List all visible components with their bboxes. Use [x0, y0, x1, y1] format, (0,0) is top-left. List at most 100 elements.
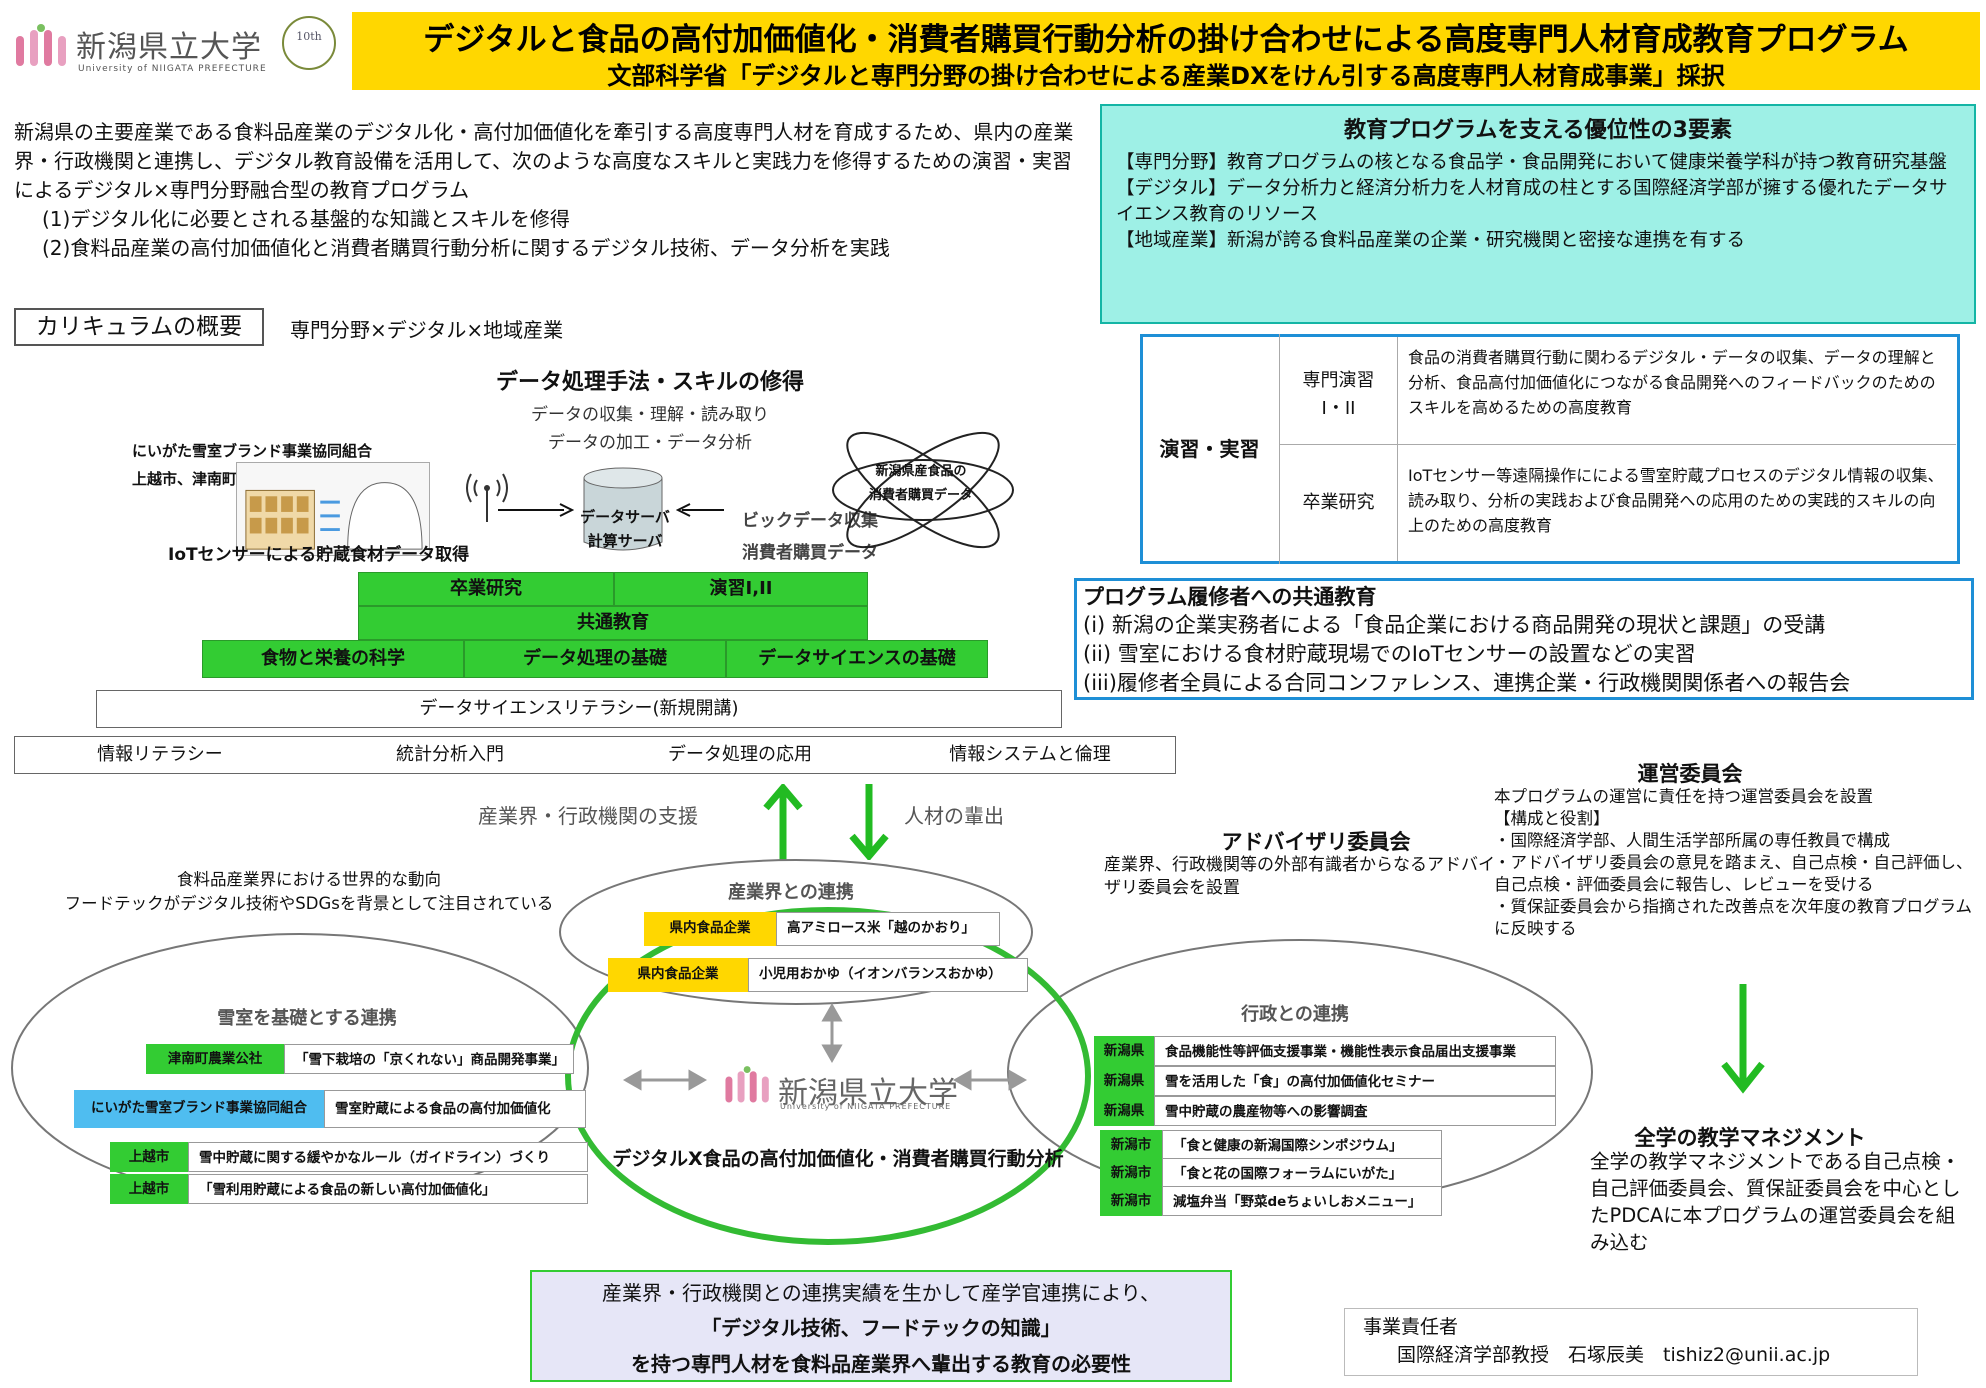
course-food-nutrition: 食物と栄養の科学: [202, 640, 464, 678]
yukimuro-city-label: 上越市、津南町: [132, 470, 238, 488]
data-processing-line: データの加工・データ分析: [548, 433, 752, 453]
server-label: データサーバ: [580, 508, 670, 526]
snow-tag: 津南町農業公社: [146, 1044, 284, 1074]
advantage-item: 【専門分野】教育プログラムの核となる食品学・食品開発において健康栄養学科が持つ教…: [1116, 152, 1947, 173]
advantages-box: 教育プログラムを支える優位性の3要素 【専門分野】教育プログラムの核となる食品学…: [1100, 104, 1976, 324]
course-practice: 演習I,II: [614, 572, 868, 606]
curriculum-subheading: 専門分野×デジタル×地域産業: [290, 318, 564, 342]
course-data-science-basics: データサイエンスの基礎: [726, 640, 988, 678]
course-ds-literacy: データサイエンスリテラシー(新規開講): [96, 690, 1062, 728]
green-arrow-down-icon: [849, 784, 889, 860]
government-tag: 新潟県: [1094, 1096, 1154, 1126]
university-logo-icon: [725, 1066, 769, 1103]
statement-line: を持つ専門人材を食料品産業界へ輩出する教育の必要性: [631, 1352, 1131, 1376]
industry-tag: 県内食品企業: [608, 958, 748, 992]
industry-value: 小児用おかゆ（イオンバランスおかゆ）: [748, 958, 1028, 992]
management-title: 運営委員会: [1637, 762, 1743, 786]
industry-title: 産業界との連携: [728, 882, 854, 903]
government-tag: 新潟県: [1094, 1036, 1154, 1066]
advisory-title: アドバイザリ委員会: [1221, 830, 1411, 854]
industry-tag: 県内食品企業: [644, 912, 776, 946]
server-label: 計算サーバ: [587, 532, 663, 550]
trend-line: フードテックがデジタル技術やSDGsを背景として注目されている: [64, 894, 554, 913]
center-caption: デジタルX食品の高付加価値化・消費者購買行動分析: [612, 1148, 1064, 1170]
common-education-item: (i) 新潟の企業実務者による「食品企業における商品開発の現状と課題」の受講: [1083, 613, 1826, 637]
common-education-item: (ii) 雪室における食材貯蔵現場でのIoTセンサーの設置などの実習: [1083, 642, 1696, 666]
snow-tag: 上越市: [110, 1142, 188, 1172]
management-line: 本プログラムの運営に責任を持つ運営委員会を設置: [1494, 787, 1874, 806]
responsible-label: 事業責任者: [1363, 1316, 1459, 1338]
practice-row-name-line: I・II: [1321, 398, 1356, 419]
base-courses-row: 情報リテラシー 統計分析入門 データ処理の応用 情報システムと倫理: [14, 736, 1176, 774]
intro-item: (2)食料品産業の高付加価値化と消費者購買行動分析に関するデジタル技術、データ分…: [42, 236, 890, 260]
government-value: 「食と健康の新潟国際シンポジウム」: [1162, 1130, 1442, 1160]
logo-text: 新潟県立大学: [76, 30, 262, 65]
center-logo-text: 新潟県立大学: [778, 1076, 958, 1111]
statement-box: 産業界・行政機関との連携実績を生かして産学官連携により、 「デジタル技術、フード…: [530, 1270, 1232, 1382]
arrow-left-icon: [676, 503, 724, 517]
common-education-item: (iii)履修者全員による合同コンファレンス、連携企業・行政機関関係者への報告会: [1083, 671, 1851, 695]
snow-tag: にいがた雪室ブランド事業協同組合: [74, 1090, 324, 1128]
support-label: 産業界・行政機関の支援: [478, 804, 698, 828]
practice-row-desc: 食品の消費者購買行動に関わるデジタル・データの収集、データの理解と分析、食品高付…: [1398, 337, 1956, 445]
responsible-detail: 国際経済学部教授 石塚辰美 tishiz2@unii.ac.jp: [1397, 1344, 1831, 1366]
practice-row-name: 専門演習 I・II: [1280, 337, 1398, 445]
center-logo-english: University of NIIGATA PREFECTURE: [780, 1102, 952, 1111]
green-arrow-up-icon: [763, 784, 803, 860]
yukimuro-union-label: にいがた雪室ブランド事業協同組合: [132, 442, 373, 460]
anniversary-emblem: 10th: [282, 16, 336, 70]
campus-management-text: 全学の教学マネジメントである自己点検・自己評価委員会、質保証委員会を中心としたP…: [1590, 1150, 1961, 1254]
government-value: 雪を活用した「食」の高付加価値化セミナー: [1154, 1066, 1556, 1096]
page-subtitle: 文部科学省「デジタルと専門分野の掛け合わせによる産業DXをけん引する高度専門人材…: [607, 62, 1725, 90]
snow-title: 雪室を基礎とする連携: [217, 1008, 397, 1029]
intro-item: (1)デジタル化に必要とされる基盤的な知識とスキルを修得: [42, 207, 570, 231]
base-course: 情報リテラシー: [97, 744, 223, 765]
base-course: 情報システムと倫理: [949, 744, 1111, 765]
government-value: 雪中貯蔵の農産物等への影響調査: [1154, 1096, 1556, 1126]
advantage-item: 【デジタル】データ分析力と経済分析力を人材育成の柱とする国際経済学部が擁する優れ…: [1116, 178, 1948, 225]
management-text: 本プログラムの運営に責任を持つ運営委員会を設置 【構成と役割】 ・国際経済学部、…: [1494, 786, 1974, 940]
course-data-processing-basics: データ処理の基礎: [464, 640, 726, 678]
practice-table-label: 演習・実習: [1140, 334, 1280, 564]
data-processing-line: データの収集・理解・読み取り: [531, 405, 769, 425]
practice-row-name-line: 専門演習: [1302, 370, 1375, 391]
antenna-icon: [466, 473, 508, 522]
responsible-box: 事業責任者 国際経済学部教授 石塚辰美 tishiz2@unii.ac.jp: [1344, 1308, 1918, 1376]
university-ellipse: [565, 907, 1091, 1245]
practice-row-name: 卒業研究: [1280, 445, 1398, 561]
snow-storage-illustration-icon: [236, 462, 430, 556]
base-course: 統計分析入門: [396, 744, 504, 765]
management-line: ・質保証委員会から指摘された改善点を次年度の教育プログラムに反映する: [1494, 897, 1973, 938]
university-logo-icon: [16, 24, 66, 66]
statement-line: 「デジタル技術、フードテックの知識」: [701, 1316, 1061, 1340]
practice-row-desc: IoTセンサー等遠隔操作にによる雪室貯蔵プロセスのデジタル情報の収集、読み取り、…: [1408, 466, 1944, 535]
arrow-right-icon: [498, 503, 574, 517]
snow-value: 雪室貯蔵による食品の高付加価値化: [324, 1090, 586, 1128]
snow-tag: 上越市: [110, 1174, 188, 1204]
government-tag: 新潟県: [1094, 1066, 1154, 1096]
snow-value: 雪中貯蔵に関する緩やかなルール（ガイドライン）づくり: [188, 1142, 588, 1172]
output-label: 人材の輩出: [904, 804, 1004, 828]
logo-english: University of NIIGATA PREFECTURE: [78, 64, 267, 74]
management-line: 【構成と役割】: [1494, 809, 1610, 828]
iot-caption: IoTセンサーによる貯蔵食材データ取得: [168, 545, 470, 565]
bigdata-label: 消費者購買データ: [742, 543, 878, 563]
trend-line: 食料品産業界における世界的な動向: [177, 870, 441, 889]
orbit-icon: [832, 431, 1014, 549]
advantages-title: 教育プログラムを支える優位性の3要素: [1344, 118, 1732, 143]
server-cylinder-icon: [583, 467, 663, 551]
government-title: 行政との連携: [1241, 1004, 1349, 1025]
course-common-education: 共通教育: [358, 606, 868, 640]
industry-ellipse: [559, 859, 1033, 1005]
intro-paragraph: 新潟県の主要産業である食料品産業のデジタル化・高付加価値化を牽引する高度専門人材…: [14, 120, 1074, 202]
government-value: 減塩弁当「野菜deちょいしおメニュー」: [1162, 1186, 1442, 1216]
industry-value: 高アミロース米「越のかおり」: [776, 912, 1000, 946]
statement-line: 産業界・行政機関との連携実績を生かして産学官連携により、: [602, 1281, 1160, 1305]
government-tag: 新潟市: [1100, 1130, 1162, 1160]
common-education-title: プログラム履修者への共通教育: [1083, 585, 1377, 609]
management-line: ・国際経済学部、人間生活学部所属の専任教員で構成: [1494, 831, 1890, 850]
data-processing-title: データ処理手法・スキルの修得: [495, 370, 804, 395]
course-graduate-research: 卒業研究: [358, 572, 614, 606]
campus-management-title: 全学の教学マネジメント: [1634, 1126, 1866, 1150]
advisory-text: 産業界、行政機関等の外部有識者からなるアドバイザリ委員会を設置: [1104, 855, 1495, 898]
